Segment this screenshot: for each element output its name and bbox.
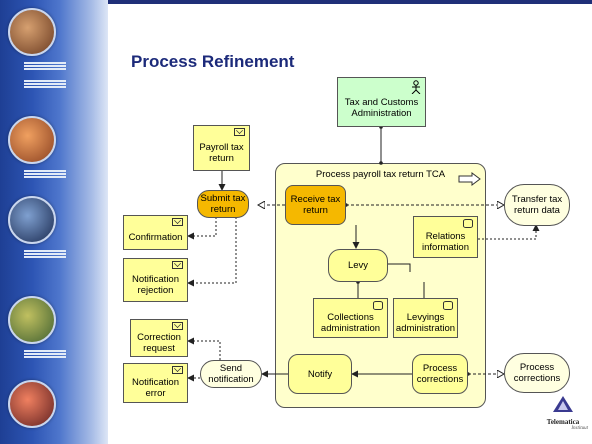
document-icon xyxy=(234,128,245,136)
process-label: Receive tax return xyxy=(290,194,341,216)
sidebar-photo-1 xyxy=(8,8,56,56)
doc-notification-rejection[interactable]: Notification rejection xyxy=(123,258,188,302)
data-label: Levyings administration xyxy=(395,312,456,334)
process-corrections-outer[interactable]: Process corrections xyxy=(504,353,570,393)
sidebar-photo-2 xyxy=(8,116,56,164)
doc-correction-request[interactable]: Correction request xyxy=(130,319,188,357)
data-label: Collections administration xyxy=(320,312,381,334)
process-label: Send notification xyxy=(208,363,254,385)
doc-label: Notification error xyxy=(132,377,179,399)
event-arrow-icon xyxy=(458,172,481,186)
sidebar-divider xyxy=(24,250,66,259)
process-container-title: Process payroll tax return TCA xyxy=(315,169,446,180)
data-relations-information[interactable]: Relations information xyxy=(413,216,478,258)
doc-payroll-tax-return[interactable]: Payroll tax return xyxy=(193,125,250,171)
doc-notification-error[interactable]: Notification error xyxy=(123,363,188,403)
logo-name: Telematica xyxy=(546,418,580,426)
decorative-sidebar xyxy=(0,0,108,444)
sidebar-photo-4 xyxy=(8,296,56,344)
actor-tax-administration[interactable]: Tax and Customs Administration xyxy=(337,77,426,127)
process-levy[interactable]: Levy xyxy=(328,249,388,282)
doc-label: Confirmation xyxy=(128,232,183,243)
doc-label: Notification rejection xyxy=(132,274,179,296)
doc-label: Payroll tax return xyxy=(199,142,244,164)
logo-sub: Instituut xyxy=(571,426,588,431)
document-icon xyxy=(172,322,183,330)
data-collections-administration[interactable]: Collections administration xyxy=(313,298,388,338)
doc-confirmation[interactable]: Confirmation xyxy=(123,215,188,250)
database-icon xyxy=(443,301,453,310)
process-label: Process corrections xyxy=(513,362,561,384)
process-notify[interactable]: Notify xyxy=(288,354,352,394)
actor-label: Tax and Customs Administration xyxy=(344,97,419,119)
database-icon xyxy=(373,301,383,310)
sidebar-photo-5 xyxy=(8,380,56,428)
data-levyings-administration[interactable]: Levyings administration xyxy=(393,298,458,338)
slide-title: Process Refinement xyxy=(131,52,295,71)
database-icon xyxy=(463,219,473,228)
sidebar-divider xyxy=(24,62,66,71)
process-label: Notify xyxy=(307,368,333,380)
process-corrections-inner[interactable]: Process corrections xyxy=(412,354,468,394)
document-icon xyxy=(172,218,183,226)
process-submit-tax-return[interactable]: Submit tax return xyxy=(197,190,249,218)
process-transfer-tax-return-data[interactable]: Transfer tax return data xyxy=(504,184,570,226)
document-icon xyxy=(172,261,183,269)
sidebar-divider xyxy=(24,170,66,179)
sidebar-divider xyxy=(24,350,66,359)
actor-icon xyxy=(411,80,421,94)
document-icon xyxy=(172,366,183,374)
process-label: Transfer tax return data xyxy=(511,194,563,216)
telematica-logo: Telematica Instituut xyxy=(538,395,588,431)
data-label: Relations information xyxy=(422,231,469,253)
process-send-notification[interactable]: Send notification xyxy=(200,360,262,388)
logo-mark-icon xyxy=(553,396,573,412)
doc-label: Correction request xyxy=(137,332,181,354)
sidebar-photo-3 xyxy=(8,196,56,244)
sidebar-divider xyxy=(24,80,66,89)
process-receive-tax-return[interactable]: Receive tax return xyxy=(285,185,346,225)
top-rule xyxy=(108,0,592,4)
process-label: Submit tax return xyxy=(200,193,246,215)
process-label: Process corrections xyxy=(416,363,464,385)
process-label: Levy xyxy=(347,260,369,271)
